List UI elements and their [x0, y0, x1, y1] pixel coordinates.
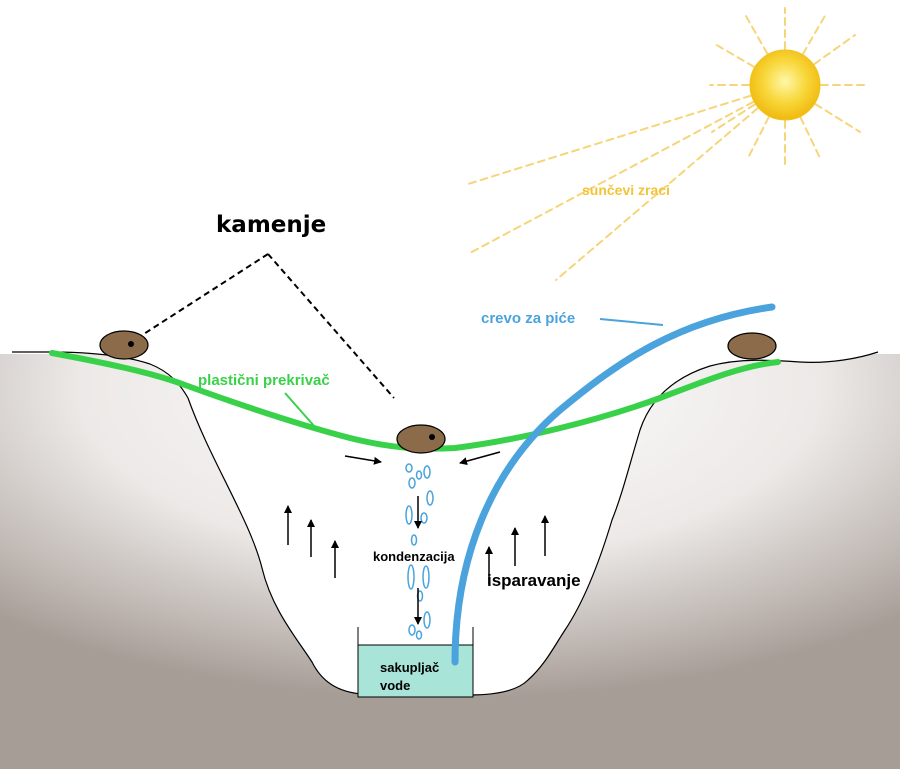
plastic-cover-leader	[284, 392, 316, 428]
stones-leader-lines	[135, 253, 395, 399]
water-droplet-icon	[422, 565, 430, 589]
arrow-left-inward	[344, 455, 382, 465]
water-droplet-icon	[410, 534, 418, 546]
drinking-hose	[451, 303, 776, 666]
label-sun-rays: sunčevi zraci	[582, 182, 670, 198]
water-droplet-icon	[415, 470, 423, 480]
sun-icon	[749, 49, 821, 121]
water-droplet-icon	[407, 564, 415, 590]
sun-rays	[464, 7, 869, 281]
label-plastic-cover: plastični prekrivač	[198, 372, 330, 389]
water-droplet-icon	[408, 624, 416, 636]
label-stones: kamenje	[216, 212, 327, 238]
stone-left	[99, 330, 149, 360]
water-droplet-icon	[408, 477, 416, 489]
label-collector-line1: sakupljač	[380, 660, 440, 675]
water-droplet-icon	[405, 463, 413, 473]
label-water-collector: sakupljač vode	[380, 659, 439, 695]
stone-center	[396, 424, 446, 454]
label-evaporation: isparavanje	[487, 571, 581, 590]
water-droplet-icon	[423, 611, 431, 629]
hose-leader	[599, 318, 664, 326]
water-droplet-icon	[415, 630, 423, 640]
water-droplet-icon	[423, 465, 431, 479]
label-collector-line2: vode	[380, 678, 411, 693]
stone-right	[727, 332, 777, 360]
water-droplet-icon	[426, 490, 434, 506]
water-droplet-icon	[405, 505, 413, 525]
water-droplets	[405, 463, 434, 640]
label-condensation: kondenzacija	[373, 549, 455, 564]
water-droplet-icon	[420, 512, 428, 524]
pit-hole	[12, 351, 879, 696]
arrow-right-inward	[459, 451, 501, 466]
label-drinking-hose: crevo za piće	[481, 310, 576, 327]
evaporation-arrows	[284, 505, 549, 584]
